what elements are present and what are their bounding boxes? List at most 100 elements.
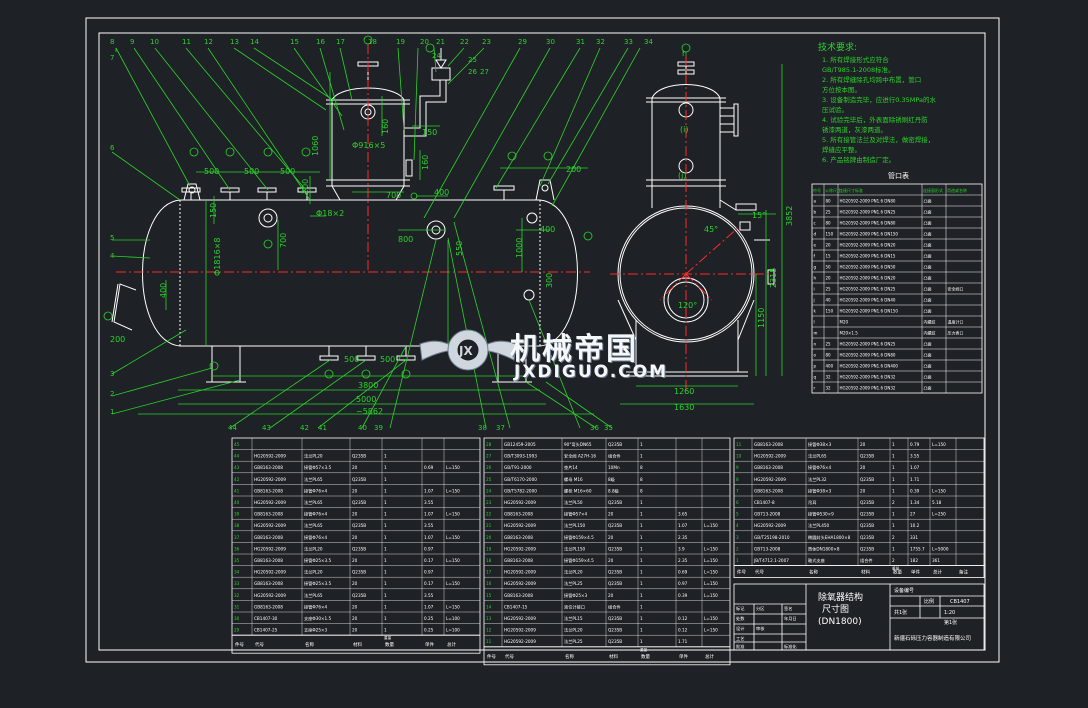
bom-footer-header: 代号 [755, 569, 764, 576]
bom-cell: 0.97 [424, 570, 434, 575]
bom-cell: 法兰PL50 [564, 499, 583, 506]
part-number: 25 [468, 56, 477, 64]
bom-cell: 0.25 [424, 616, 434, 621]
nozzle-table-cell: j [813, 298, 815, 303]
bom-cell: 1 [640, 581, 643, 586]
dim-3800: 3800 [358, 381, 378, 390]
nozzle-table-cell: 15 [826, 254, 832, 259]
dim-1260: 1260 [674, 387, 694, 396]
part-number: 12 [204, 38, 213, 46]
bom-cell: 1 [384, 454, 387, 459]
svg-text:JX: JX [458, 344, 473, 358]
part-number: 19 [396, 38, 405, 46]
bom-cell: 1 [384, 616, 387, 621]
bom-cell: L=150 [932, 488, 946, 493]
part-number: 20 [420, 38, 429, 46]
bom-cell: 2 [892, 535, 895, 540]
part-number: 31 [576, 38, 585, 46]
bom-cell: 1 [640, 535, 643, 540]
bom-cell: GB8163-2008 [254, 581, 283, 586]
bom-cell: GB8163-2008 [754, 442, 783, 447]
dim-shell-dia: Φ916×5 [352, 141, 385, 150]
part-number: 41 [318, 424, 327, 432]
nozzle-table-cell: 凸面 [924, 375, 932, 380]
bom-cell: 1 [384, 523, 387, 528]
part-number: 35 [604, 424, 613, 432]
bom-cell: 2.35 [678, 558, 688, 563]
dim-550: 550 [455, 241, 464, 256]
bom-cell: 0.97 [678, 581, 688, 586]
nozzle-table-header: 公称尺寸 [825, 187, 841, 193]
title-role: 年月日 [784, 615, 797, 622]
bom-cell: 7 [736, 488, 739, 493]
part-number: 22 [460, 38, 469, 46]
bom-cell: 接管Φ530×9 [808, 511, 834, 518]
bom-cell: 1 [892, 477, 895, 482]
bom-cell: HG20592-2009 [504, 523, 536, 528]
title-block-text: 除氧器结构尺寸图(DN1800)设备编号CB1407比例1:20共1张第1张新疆… [736, 587, 971, 650]
nozzle-table-cell: HG20592-2009 PN1.6 DN40 [840, 298, 896, 303]
bom-cell: 1 [892, 465, 895, 470]
tech-req-item: GB/T985.1-2008标准。 [822, 65, 895, 74]
dim-15deg: 15° [752, 211, 766, 220]
bom-cell: 1 [892, 523, 895, 528]
tech-req-item: 压试验。 [822, 105, 848, 114]
nozzle-table-cell: HG20592-2009 PN1.6 DN25 [840, 287, 896, 292]
bom-cell: Q235B [860, 535, 874, 540]
bom-cell: 20 [860, 488, 866, 493]
bom-cell: 35 [234, 558, 240, 563]
title-role: 工艺 [736, 636, 744, 641]
bom-cell: 39 [234, 512, 240, 517]
nozzle-table-cell: HG20592-2009 PN1.6 DN150 [840, 309, 899, 314]
bom-cell: 1 [640, 558, 643, 563]
dim-400b: 400 [159, 283, 168, 298]
bom-cell: 接管Φ25×3.5 [304, 580, 332, 587]
bom-cell: GB8163-2008 [504, 593, 533, 598]
nozzle-table-cell: d [814, 232, 817, 237]
bom-cell: L=150 [446, 558, 460, 563]
company-name: 新疆石砾压力容器制造有限公司 [894, 634, 971, 642]
bom-weight-label: 重量 [384, 635, 392, 640]
bom-cell: 1 [640, 442, 643, 447]
outer-frame [85, 17, 1000, 663]
bom-footer-frame [231, 634, 481, 654]
part-number: 6 [110, 144, 115, 152]
bom-cell: 0.12 [678, 628, 688, 633]
bom-cell: 182 [910, 558, 918, 563]
bom-cell: HG20592-2009 [754, 477, 786, 482]
bom-cell: 2.35 [678, 535, 688, 540]
dim-700b: 700 [279, 233, 288, 248]
bom-cell: GB8163-2008 [504, 558, 533, 563]
dimensions-side [620, 43, 783, 405]
nozzle-table-cell: l [814, 320, 815, 325]
bom-cell: Q235B [860, 512, 874, 517]
bom-cell: 3.55 [424, 523, 434, 528]
scale-value: 1:20 [944, 610, 955, 616]
nozzle-table-cell: HG20592-2009 PN1.6 DN80 [840, 221, 896, 226]
nozzle-table-cell: 凸面 [924, 221, 932, 226]
bom-cell: 0.79 [910, 442, 920, 447]
bom-cell: 1 [892, 442, 895, 447]
bom-cell: L=150 [704, 546, 718, 551]
bom-cell: 接管Φ159×4.5 [564, 534, 594, 541]
bom-cell: L=150 [704, 570, 718, 575]
bom-cell: 支座Φ25×3 [304, 627, 328, 634]
bom-cell: L=150 [704, 628, 718, 633]
bom-cell: 1 [640, 570, 643, 575]
bom-cell: 33 [234, 581, 240, 586]
bom-cell: 1 [640, 604, 643, 609]
bom-cell: Q235B [352, 523, 366, 528]
bom-cell: 接管Φ57×4 [564, 511, 588, 518]
bom-cell: 24 [486, 488, 492, 493]
dim-2315: 2315 [769, 268, 778, 288]
bom-cell: Q235B [352, 500, 366, 505]
dimensions-front [103, 35, 641, 429]
bom-cell: 法兰PL20 [564, 627, 583, 634]
label-j: (j) [678, 171, 686, 180]
nozzle-table-cell: c [814, 221, 816, 226]
bom-cell: 1 [384, 512, 387, 517]
bom-cell: 3.55 [424, 500, 434, 505]
nozzle-table-cell: 150 [826, 232, 834, 237]
